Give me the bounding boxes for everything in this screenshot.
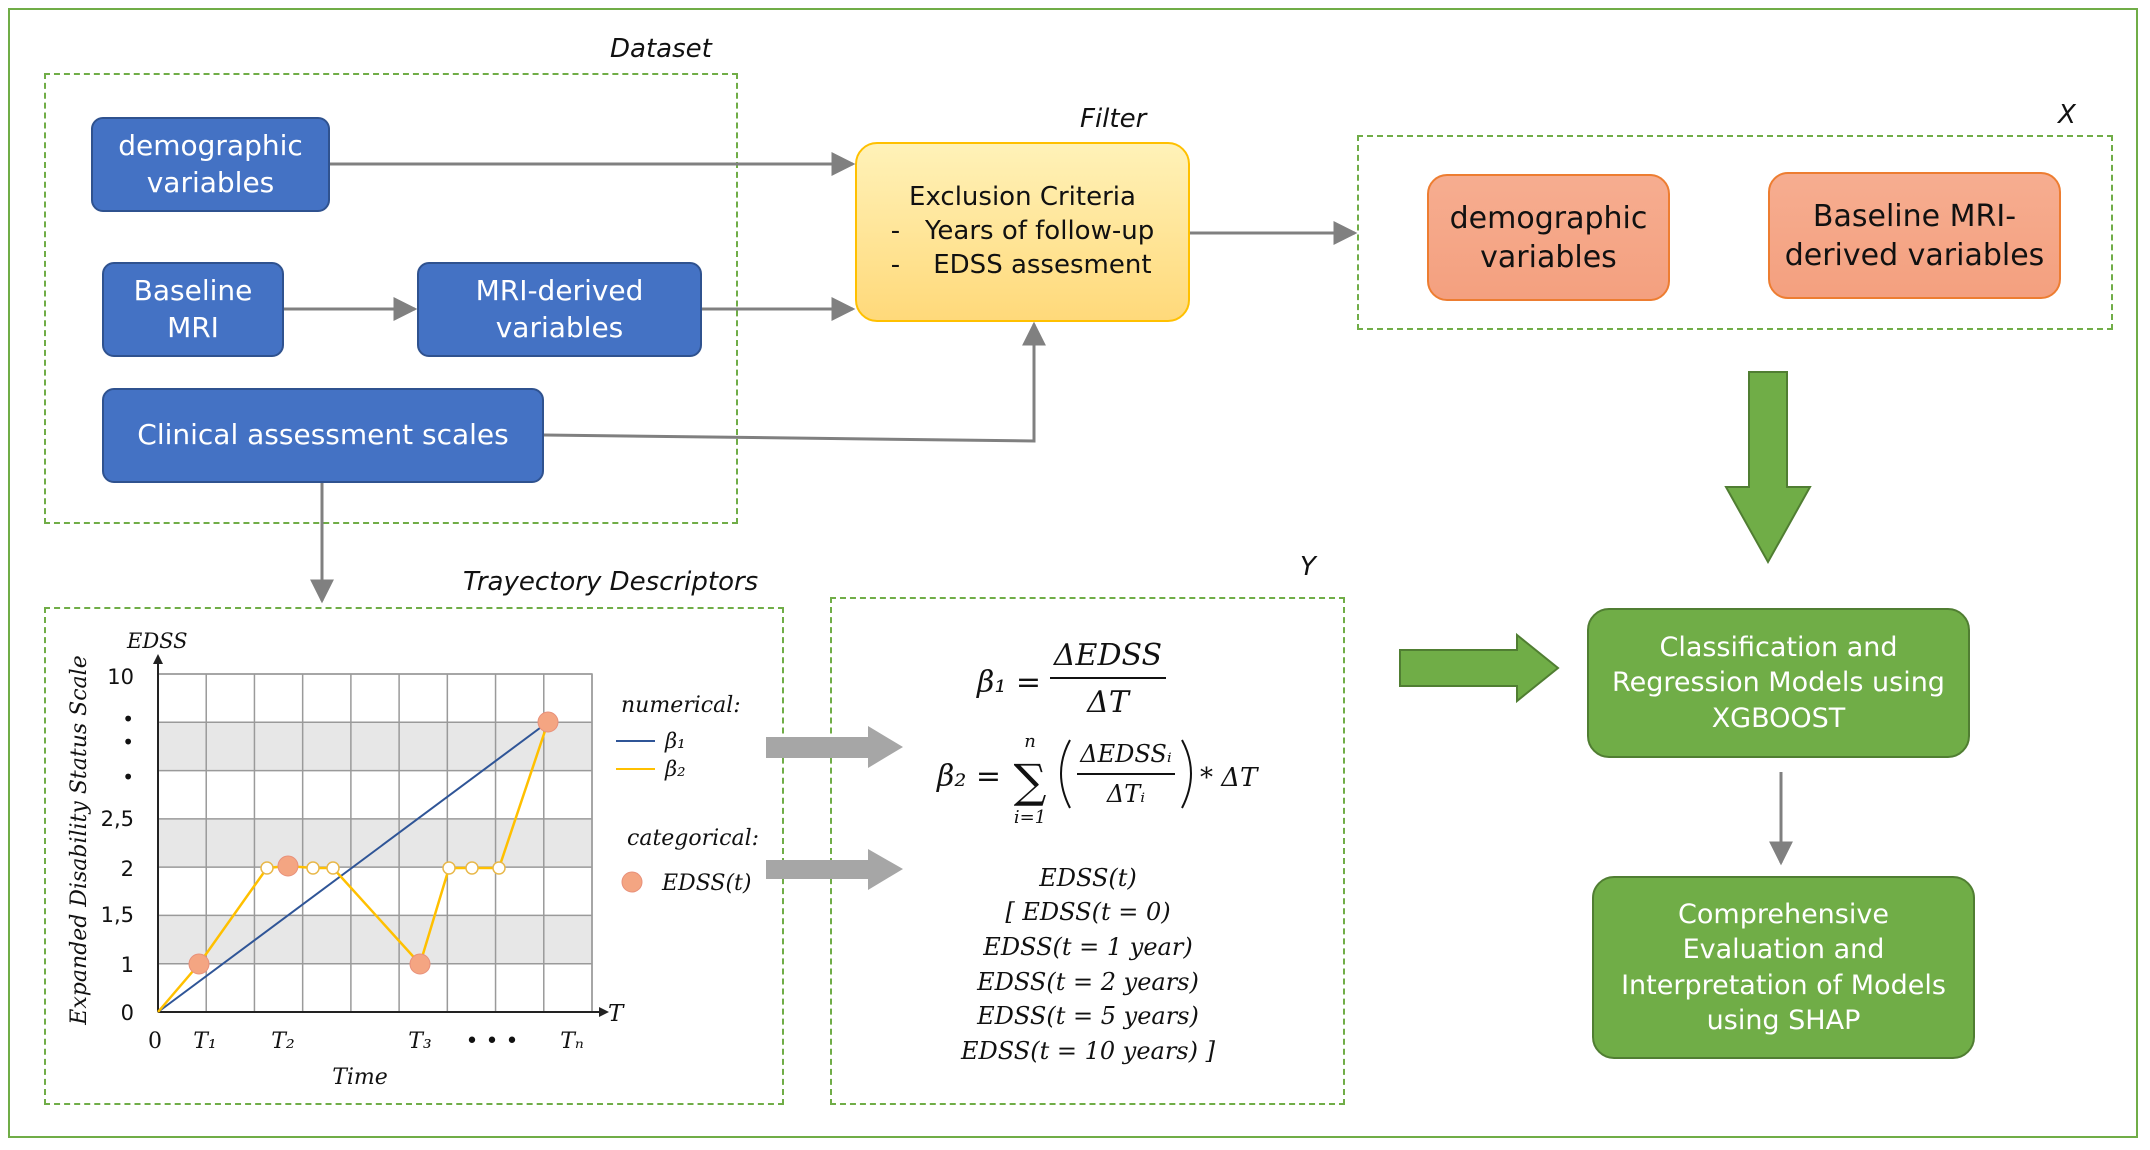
y-tick-label: 0: [121, 1001, 134, 1025]
x-demographic-variables-box: demographic variables: [1427, 174, 1670, 301]
beta2-right-paren: [1181, 739, 1192, 809]
x-tick-label: T₂: [271, 1029, 295, 1054]
intermediate-marker: [442, 861, 456, 875]
x-tick-label: T₁: [193, 1029, 217, 1054]
y-tick-label: 1: [121, 953, 134, 977]
x-tick-label: 0: [148, 1029, 162, 1054]
y-tick-label: 2,5: [101, 807, 134, 831]
big-arrow-x-down: [1724, 371, 1812, 565]
grid-band: [158, 818, 592, 868]
plot-x-arrow-label: T: [608, 1001, 625, 1027]
edss-line-4: EDSS(t = 5 years): [977, 1002, 1199, 1030]
intermediate-marker: [306, 861, 320, 875]
y-tick-label: 2: [121, 857, 134, 881]
dataset-region: [44, 73, 738, 524]
x-tick-label: • • •: [466, 1029, 519, 1054]
y-tick-label: •: [122, 765, 134, 789]
grid-band: [158, 915, 592, 964]
x-region: [1357, 135, 2113, 330]
beta2-left-paren: [1060, 739, 1071, 809]
plot-y-axis-label: Expanded Disability Status Scale: [67, 655, 92, 1025]
x-baseline-mri-derived-box: Baseline MRI- derived variables: [1768, 172, 2061, 299]
beta2-tail: * ΔT: [1200, 763, 1259, 793]
edss-line-2: EDSS(t = 1 year): [983, 933, 1193, 961]
x-tick-label: Tₙ: [560, 1029, 584, 1054]
grid-band: [158, 722, 592, 771]
gray-arrow-categorical: [766, 849, 903, 890]
beta2-sum-upper: n: [1024, 731, 1036, 752]
legend-numerical-label: numerical:: [621, 693, 741, 718]
edss-line-3: EDSS(t = 2 years): [977, 968, 1199, 996]
edss-observation-point: [537, 711, 559, 733]
filter-title: Filter: [1080, 104, 1147, 134]
intermediate-marker: [492, 861, 506, 875]
beta1-lhs: β₁ =: [976, 665, 1041, 700]
criterion-edss-assessment: - EDSS assesment: [890, 249, 1152, 280]
beta2-sum-lower: i=1: [1014, 807, 1046, 828]
baseline-mri-box: Baseline MRI: [102, 262, 284, 357]
beta2-numerator: ΔEDSSᵢ: [1079, 740, 1172, 768]
edss-line-1: [ EDSS(t = 0): [1005, 898, 1171, 926]
x-title: X: [2058, 100, 2076, 130]
x-axis-arrowhead: [599, 1007, 609, 1017]
edss-observation-point: [409, 953, 431, 975]
beta2-sum-symbol: ∑: [1014, 754, 1047, 808]
intermediate-marker: [326, 861, 340, 875]
edss-observation-point: [277, 855, 299, 877]
y-tick-label: •: [122, 730, 134, 754]
legend-categorical-label: categorical:: [627, 826, 759, 851]
plot-x-axis-label: Time: [332, 1065, 388, 1090]
beta1-numerator: ΔEDSS: [1053, 638, 1162, 673]
edss-observation-point: [188, 953, 210, 975]
classification-regression-models-box: Classification and Regression Models usi…: [1587, 608, 1970, 758]
y-tick-label: 1,5: [101, 903, 134, 927]
evaluation-interpretation-shap-box: Comprehensive Evaluation and Interpretat…: [1592, 876, 1975, 1059]
y-tick-label: •: [122, 707, 134, 731]
y-title: Y: [1300, 552, 1316, 582]
clinical-assessment-scales-box: Clinical assessment scales: [102, 388, 544, 483]
mri-derived-variables-box: MRI-derived variables: [417, 262, 702, 357]
beta1-denominator: ΔT: [1086, 685, 1131, 720]
y-tick-label: 10: [107, 665, 134, 689]
legend-beta2-label: β₂: [664, 757, 686, 781]
legend-edss-label: EDSS(t): [661, 871, 751, 896]
trajectory-descriptors-title: Trayectory Descriptors: [463, 567, 759, 597]
plot-y-title: EDSS: [126, 629, 188, 653]
intermediate-marker: [465, 861, 479, 875]
edss-line-0: EDSS(t): [1039, 864, 1137, 892]
beta2-lhs: β₂ =: [936, 759, 1001, 794]
exclusion-criteria-heading: Exclusion Criteria: [909, 182, 1136, 213]
figure-border: [8, 8, 2138, 1138]
dataset-title: Dataset: [610, 34, 712, 64]
big-arrow-y-right: [1399, 632, 1560, 704]
beta1-line: [157, 721, 549, 1013]
demographic-variables-box: demographic variables: [91, 117, 330, 212]
y-region: [830, 597, 1345, 1105]
trajectory-descriptors-region: [44, 607, 784, 1105]
beta2-denominator: ΔTᵢ: [1106, 780, 1145, 808]
legend-edss-marker: [621, 871, 643, 893]
y-axis-arrowhead: [153, 654, 163, 664]
exclusion-criteria-box: Exclusion Criteria - Years of follow-up …: [855, 142, 1190, 322]
edss-line-5: EDSS(t = 10 years) ]: [961, 1037, 1215, 1065]
intermediate-marker: [260, 861, 274, 875]
arrow-clinical-to-filter: [543, 321, 1046, 443]
x-tick-label: T₃: [408, 1029, 432, 1054]
legend-beta1-label: β₁: [664, 729, 686, 753]
gray-arrow-numerical: [766, 726, 903, 768]
criterion-years-follow-up: - Years of follow-up: [890, 216, 1155, 247]
